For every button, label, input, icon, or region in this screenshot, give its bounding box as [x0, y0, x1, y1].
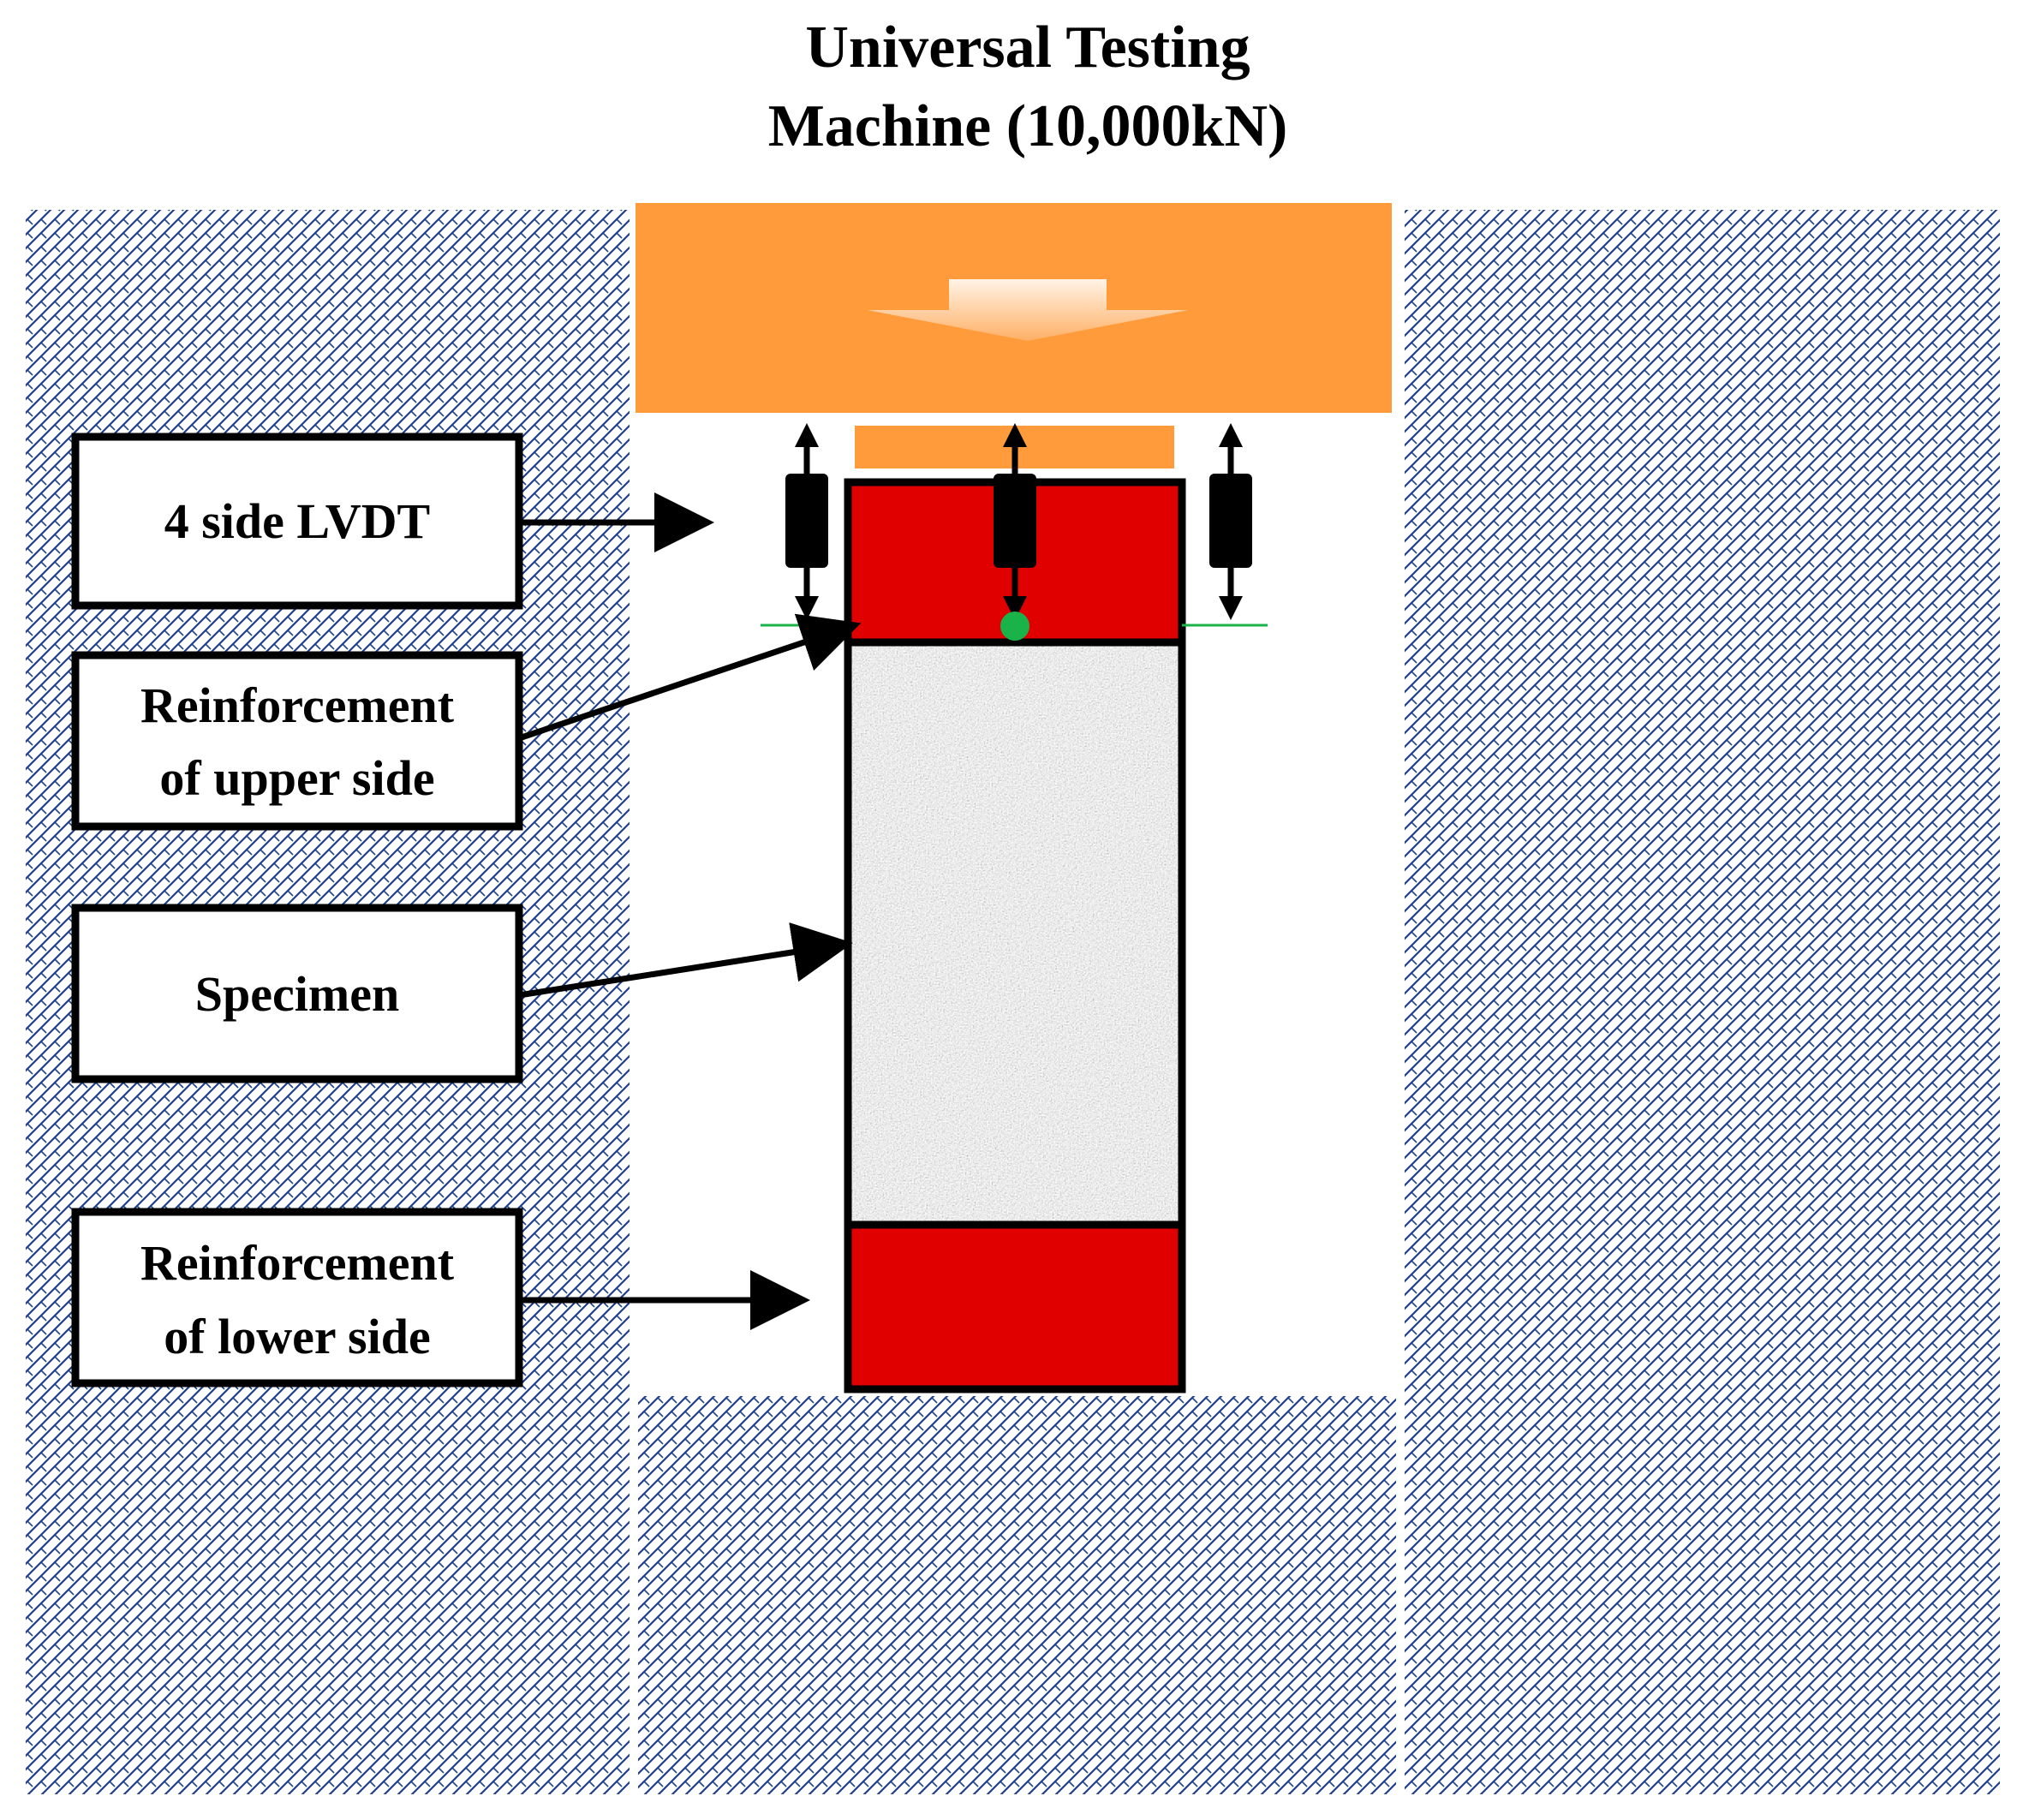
lvdt-sensor-center — [994, 423, 1036, 620]
load-direction-arrow — [868, 279, 1188, 341]
lvdt-sensor-left — [785, 423, 828, 620]
specimen-grain — [848, 642, 1182, 1225]
pointer-arrow-specimen — [518, 922, 853, 999]
diagram-title-line1: Universal Testing — [805, 15, 1250, 81]
label-lower-reinforcement-line2: of lower side — [164, 1309, 430, 1364]
diagram-title-line2: Machine (10,000kN) — [768, 93, 1288, 159]
sensor-contact-point — [1000, 612, 1029, 641]
lower-reinforcement — [844, 1220, 1186, 1393]
label-box-upper-reinforcement — [71, 651, 523, 831]
pointer-arrow-upper-reinforcement — [517, 613, 862, 742]
label-upper-reinforcement-line1: Reinforcement — [140, 677, 455, 733]
label-lvdt: 4 side LVDT — [164, 493, 431, 549]
lvdt-sensor-right — [1209, 423, 1252, 620]
label-specimen: Specimen — [195, 966, 399, 1022]
hatch-right-region — [1405, 210, 2000, 1794]
label-box-lvdt — [71, 433, 523, 610]
label-upper-reinforcement-line2: of upper side — [159, 750, 434, 806]
hatch-bottom-region — [638, 1396, 1396, 1794]
label-lower-reinforcement-line1: Reinforcement — [140, 1235, 455, 1291]
